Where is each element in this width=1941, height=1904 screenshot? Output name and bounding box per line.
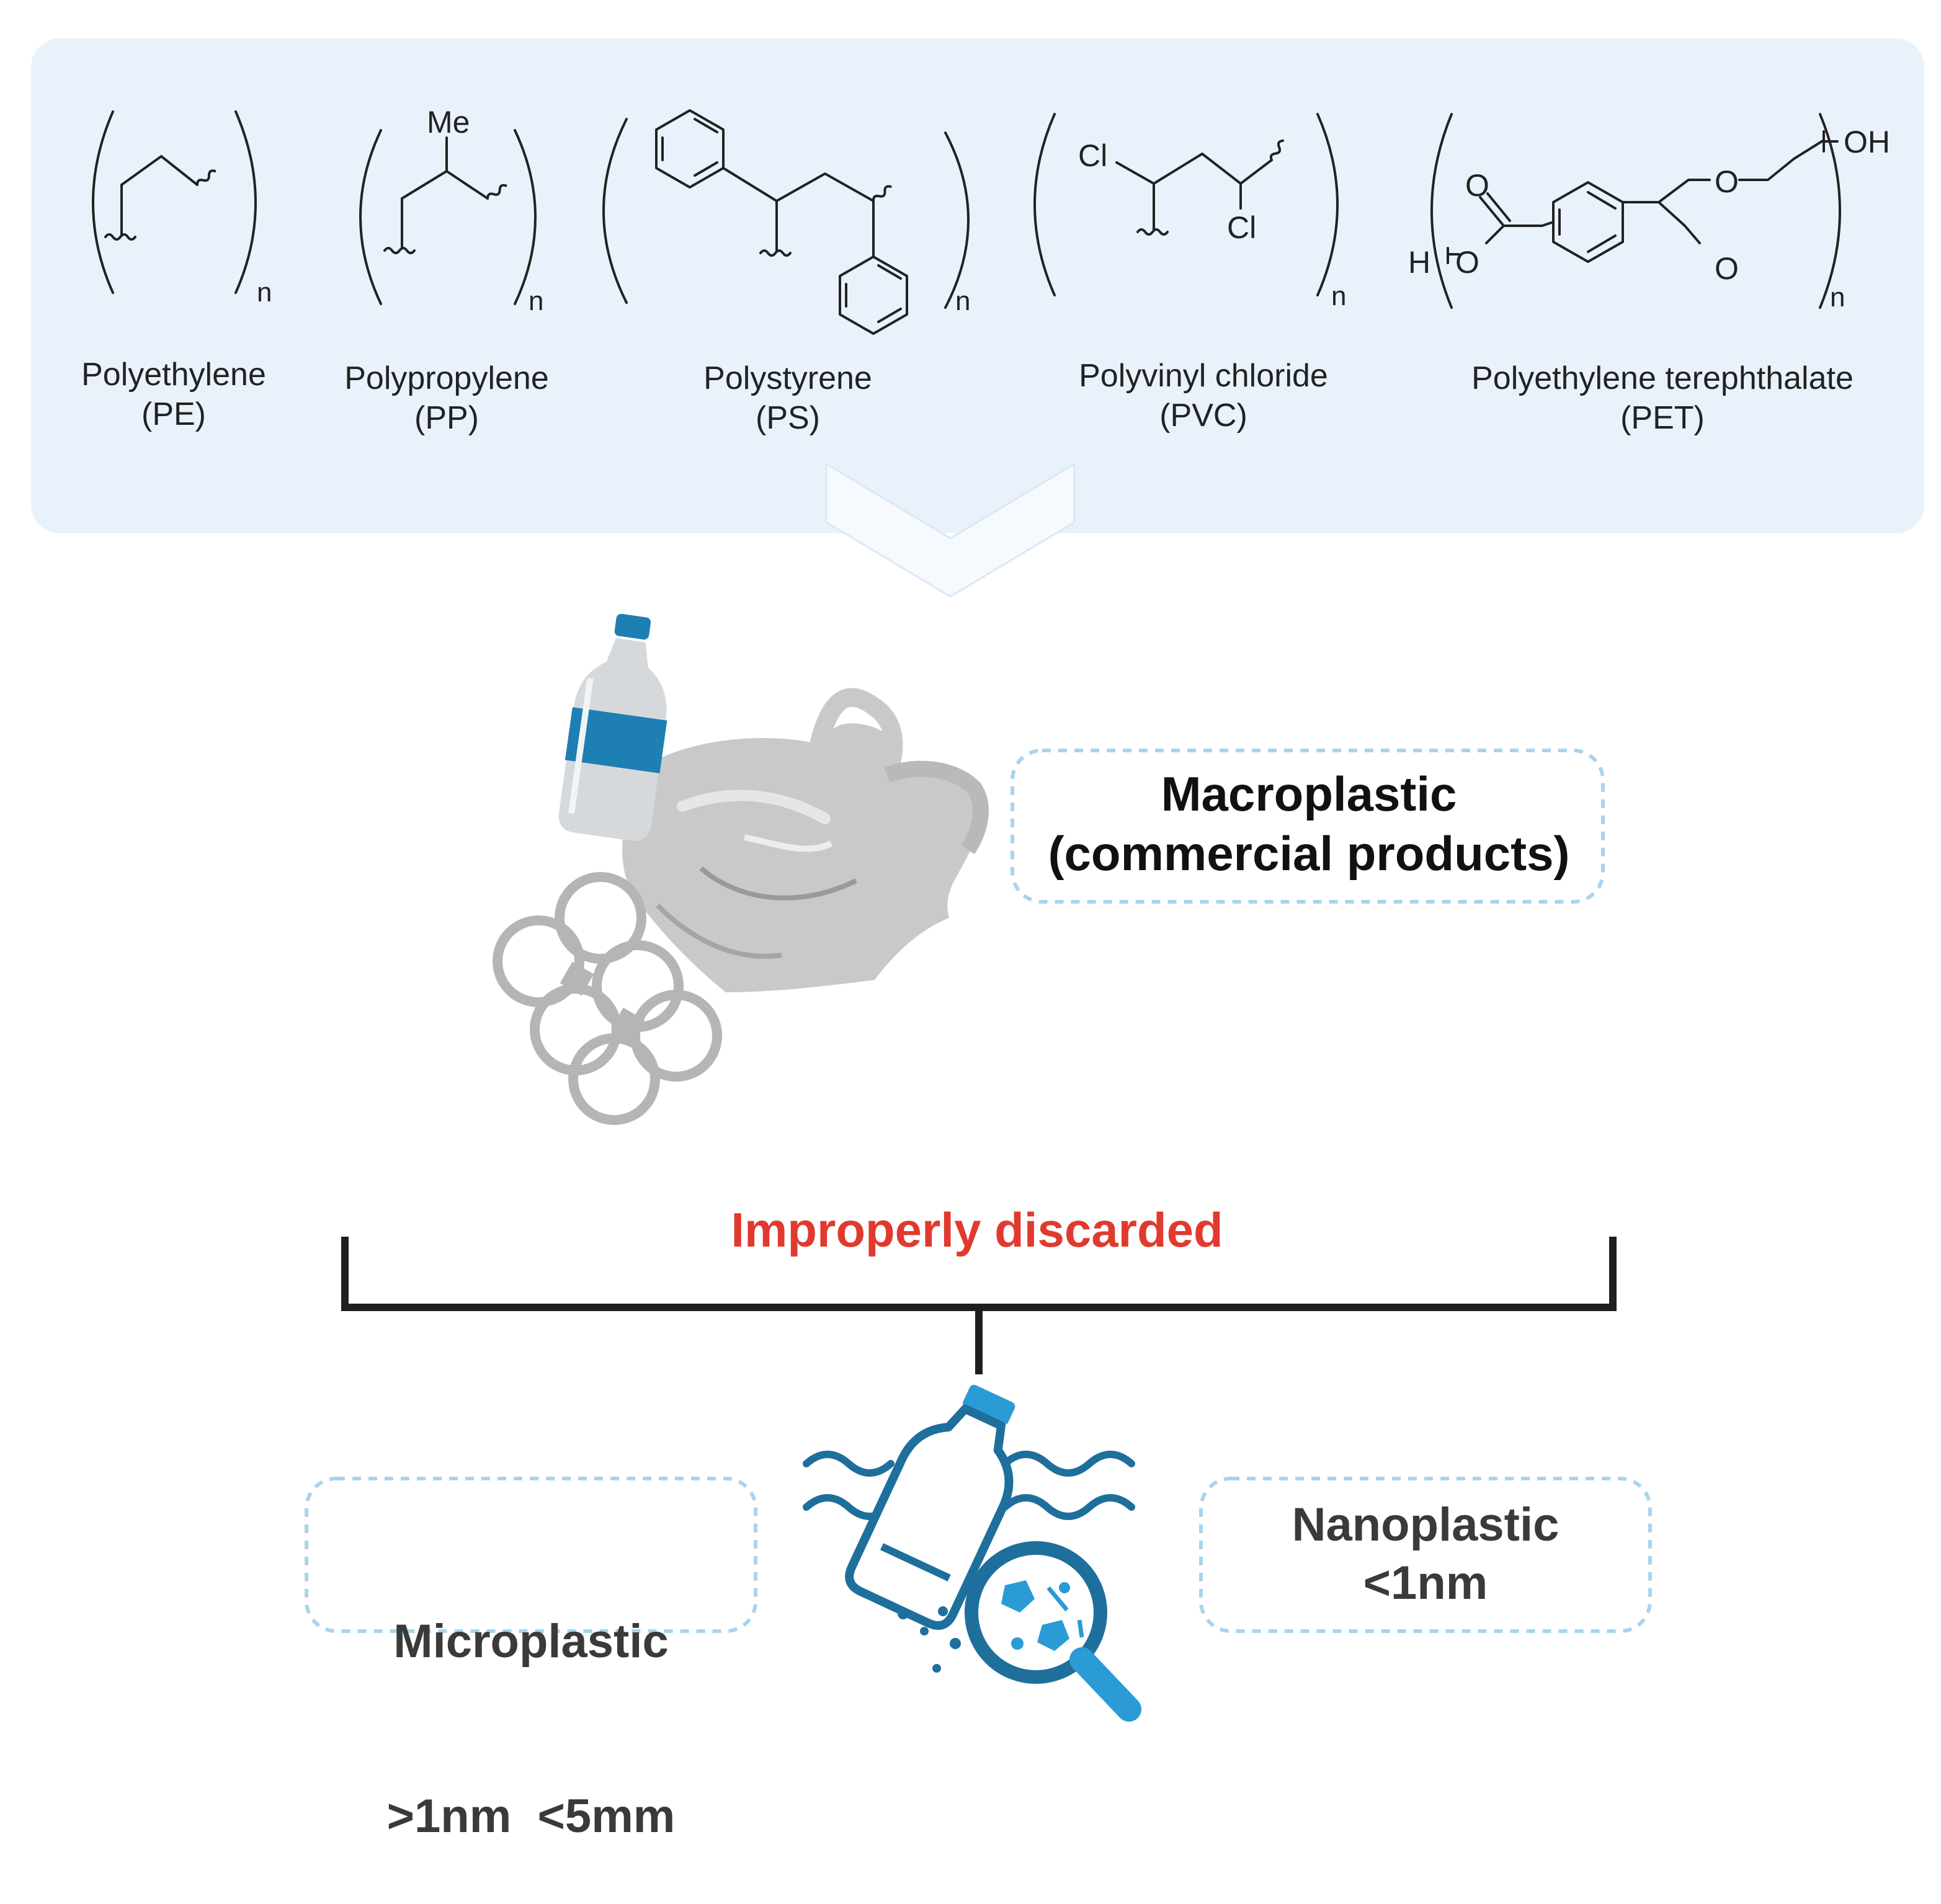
plastic-bag-icon <box>622 688 989 992</box>
polymer-abbr: (PET) <box>1620 400 1705 436</box>
polymer-abbr: (PS) <box>756 400 820 436</box>
macroplastic-box <box>1011 749 1605 904</box>
microplastic-label: Microplastic >1nm <5mm <box>310 1496 752 1904</box>
nanoplastic-size: <1nm <box>1363 1557 1488 1609</box>
macroplastic-label: Macroplastic (commercial products) <box>1017 764 1600 883</box>
floating-bottle-icon <box>845 1384 1015 1630</box>
magnifier-icon <box>965 1541 1141 1722</box>
polymer-label-pet: Polyethylene terephthalate (PET) <box>1427 358 1898 438</box>
pet-atom-o-3: O <box>1715 164 1739 199</box>
pp-subscript: n <box>529 286 543 316</box>
pvc-substituent-cl-1: Cl <box>1078 138 1107 173</box>
pe-subscript: n <box>257 277 272 308</box>
six-pack-rings-icon <box>493 872 722 1125</box>
polymer-name: Polyethylene terephthalate <box>1471 360 1854 396</box>
improperly-discarded-label: Improperly discarded <box>731 1203 1223 1257</box>
split-bracket <box>341 1237 1617 1374</box>
microplastic-title: Microplastic <box>393 1615 669 1668</box>
pet-atom-o-4: O <box>1715 251 1739 286</box>
polymer-label-pvc: Polyvinyl chloride (PVC) <box>1042 356 1365 435</box>
polymer-abbr: (PE) <box>141 396 206 432</box>
macroplastic-title: Macroplastic <box>1161 767 1457 821</box>
polymer-abbr: (PP) <box>414 400 479 436</box>
polymer-abbr: (PVC) <box>1159 398 1247 434</box>
nanoplastic-box <box>1199 1477 1652 1633</box>
nanoplastic-label: Nanoplastic <1nm <box>1205 1496 1646 1613</box>
pvc-structure: Cl Cl n <box>1033 113 1346 311</box>
pp-substituent-me: Me <box>427 105 470 140</box>
pet-atom-o-2: O <box>1465 168 1489 203</box>
polymer-label-ps: Polystyrene (PS) <box>664 358 912 438</box>
polymer-label-pp: Polypropylene (PP) <box>323 358 571 438</box>
macroplastic-subtitle: (commercial products) <box>1048 826 1570 881</box>
pet-subscript: n <box>1830 282 1845 313</box>
pe-structure: n <box>92 110 272 308</box>
polymer-label-pe: Polyethylene (PE) <box>43 355 304 434</box>
microplastic-size: >1nm <5mm <box>386 1790 676 1843</box>
polymer-name: Polystyrene <box>703 360 872 396</box>
pet-end-h: H <box>1408 245 1430 280</box>
microplastic-in-water-illustration <box>803 1384 1141 1722</box>
pet-end-oh: OH <box>1844 125 1890 159</box>
down-chevron-arrow <box>825 462 1076 598</box>
nanoplastic-title: Nanoplastic <box>1292 1498 1559 1551</box>
polymer-name: Polyethylene <box>81 357 266 393</box>
ps-structure: n <box>602 109 970 335</box>
polymer-panel <box>31 38 1924 533</box>
debris-dots-icon <box>898 1606 961 1673</box>
pvc-subscript: n <box>1331 281 1346 311</box>
polymer-name: Polypropylene <box>344 360 549 396</box>
ps-subscript: n <box>955 286 970 316</box>
polymer-name: Polyvinyl chloride <box>1079 358 1328 394</box>
pet-structure: H O O O O OH n <box>1408 113 1890 313</box>
microplastic-box <box>305 1477 757 1633</box>
pet-atom-o-1: O <box>1455 245 1479 280</box>
macroplastic-illustration <box>493 613 989 1125</box>
plastic-bottle-icon <box>558 613 667 841</box>
pp-structure: Me n <box>359 105 543 316</box>
diagram-canvas: n Me n n <box>31 38 1924 1722</box>
pvc-substituent-cl-2: Cl <box>1227 210 1256 245</box>
